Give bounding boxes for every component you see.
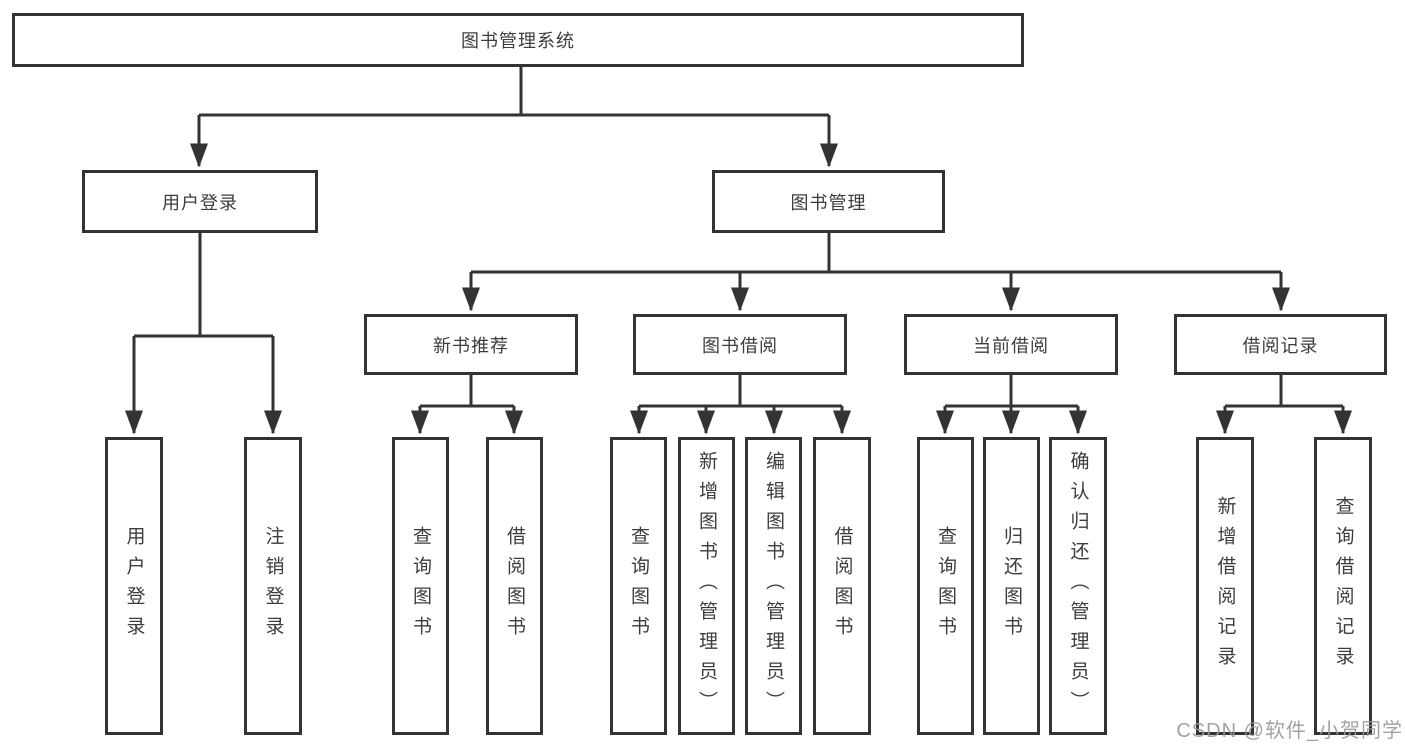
leaf-user-login: 用户登录: [105, 437, 163, 735]
leaf-query-books-borrow: 查询图书: [610, 437, 667, 735]
leaf-add-borrow-record: 新增借阅记录: [1196, 437, 1254, 735]
leaf-borrow-books: 借阅图书: [813, 437, 871, 735]
leaf-confirm-return-admin-label: 确认归还（管理员）: [1067, 451, 1089, 721]
leaf-add-book-admin: 新增图书（管理员）: [678, 437, 735, 735]
node-borrow-records: 借阅记录: [1174, 314, 1387, 375]
leaf-query-borrow-record: 查询借阅记录: [1314, 437, 1372, 735]
csdn-watermark: CSDN @软件_小贺同学: [1176, 720, 1403, 742]
leaf-borrow-books-label: 借阅图书: [831, 526, 853, 646]
leaf-borrow-books-recommend-label: 借阅图书: [504, 526, 525, 646]
leaf-add-book-admin-label: 新增图书（管理员）: [696, 451, 717, 721]
leaf-query-books-current: 查询图书: [917, 437, 974, 735]
node-new-book-recommend-label: 新书推荐: [433, 335, 509, 356]
leaf-return-books: 归还图书: [983, 437, 1040, 735]
leaf-user-login-label: 用户登录: [123, 526, 145, 646]
node-user-login: 用户登录: [82, 170, 318, 233]
leaf-logout: 注销登录: [244, 437, 302, 735]
node-book-management: 图书管理: [712, 170, 945, 233]
node-current-borrow: 当前借阅: [904, 314, 1118, 375]
leaf-edit-book-admin: 编辑图书（管理员）: [745, 437, 802, 735]
node-user-login-label: 用户登录: [162, 192, 238, 213]
node-current-borrow-label: 当前借阅: [973, 335, 1049, 356]
leaf-add-borrow-record-label: 新增借阅记录: [1214, 496, 1236, 676]
node-root: 图书管理系统: [12, 13, 1024, 67]
leaf-return-books-label: 归还图书: [1001, 526, 1022, 646]
leaf-query-books-recommend-label: 查询图书: [410, 526, 431, 646]
leaf-query-books-recommend: 查询图书: [392, 437, 449, 735]
leaf-borrow-books-recommend: 借阅图书: [486, 437, 543, 735]
leaf-query-books-borrow-label: 查询图书: [628, 526, 649, 646]
leaf-confirm-return-admin: 确认归还（管理员）: [1049, 437, 1107, 735]
leaf-query-books-current-label: 查询图书: [935, 526, 956, 646]
node-book-management-label: 图书管理: [790, 192, 867, 213]
node-book-borrow: 图书借阅: [633, 314, 847, 375]
leaf-query-borrow-record-label: 查询借阅记录: [1332, 496, 1354, 676]
node-borrow-records-label: 借阅记录: [1242, 335, 1319, 356]
leaf-edit-book-admin-label: 编辑图书（管理员）: [763, 451, 784, 721]
node-root-label: 图书管理系统: [461, 31, 575, 51]
leaf-logout-label: 注销登录: [262, 526, 284, 646]
node-book-borrow-label: 图书借阅: [702, 335, 778, 356]
node-new-book-recommend: 新书推荐: [364, 314, 578, 375]
